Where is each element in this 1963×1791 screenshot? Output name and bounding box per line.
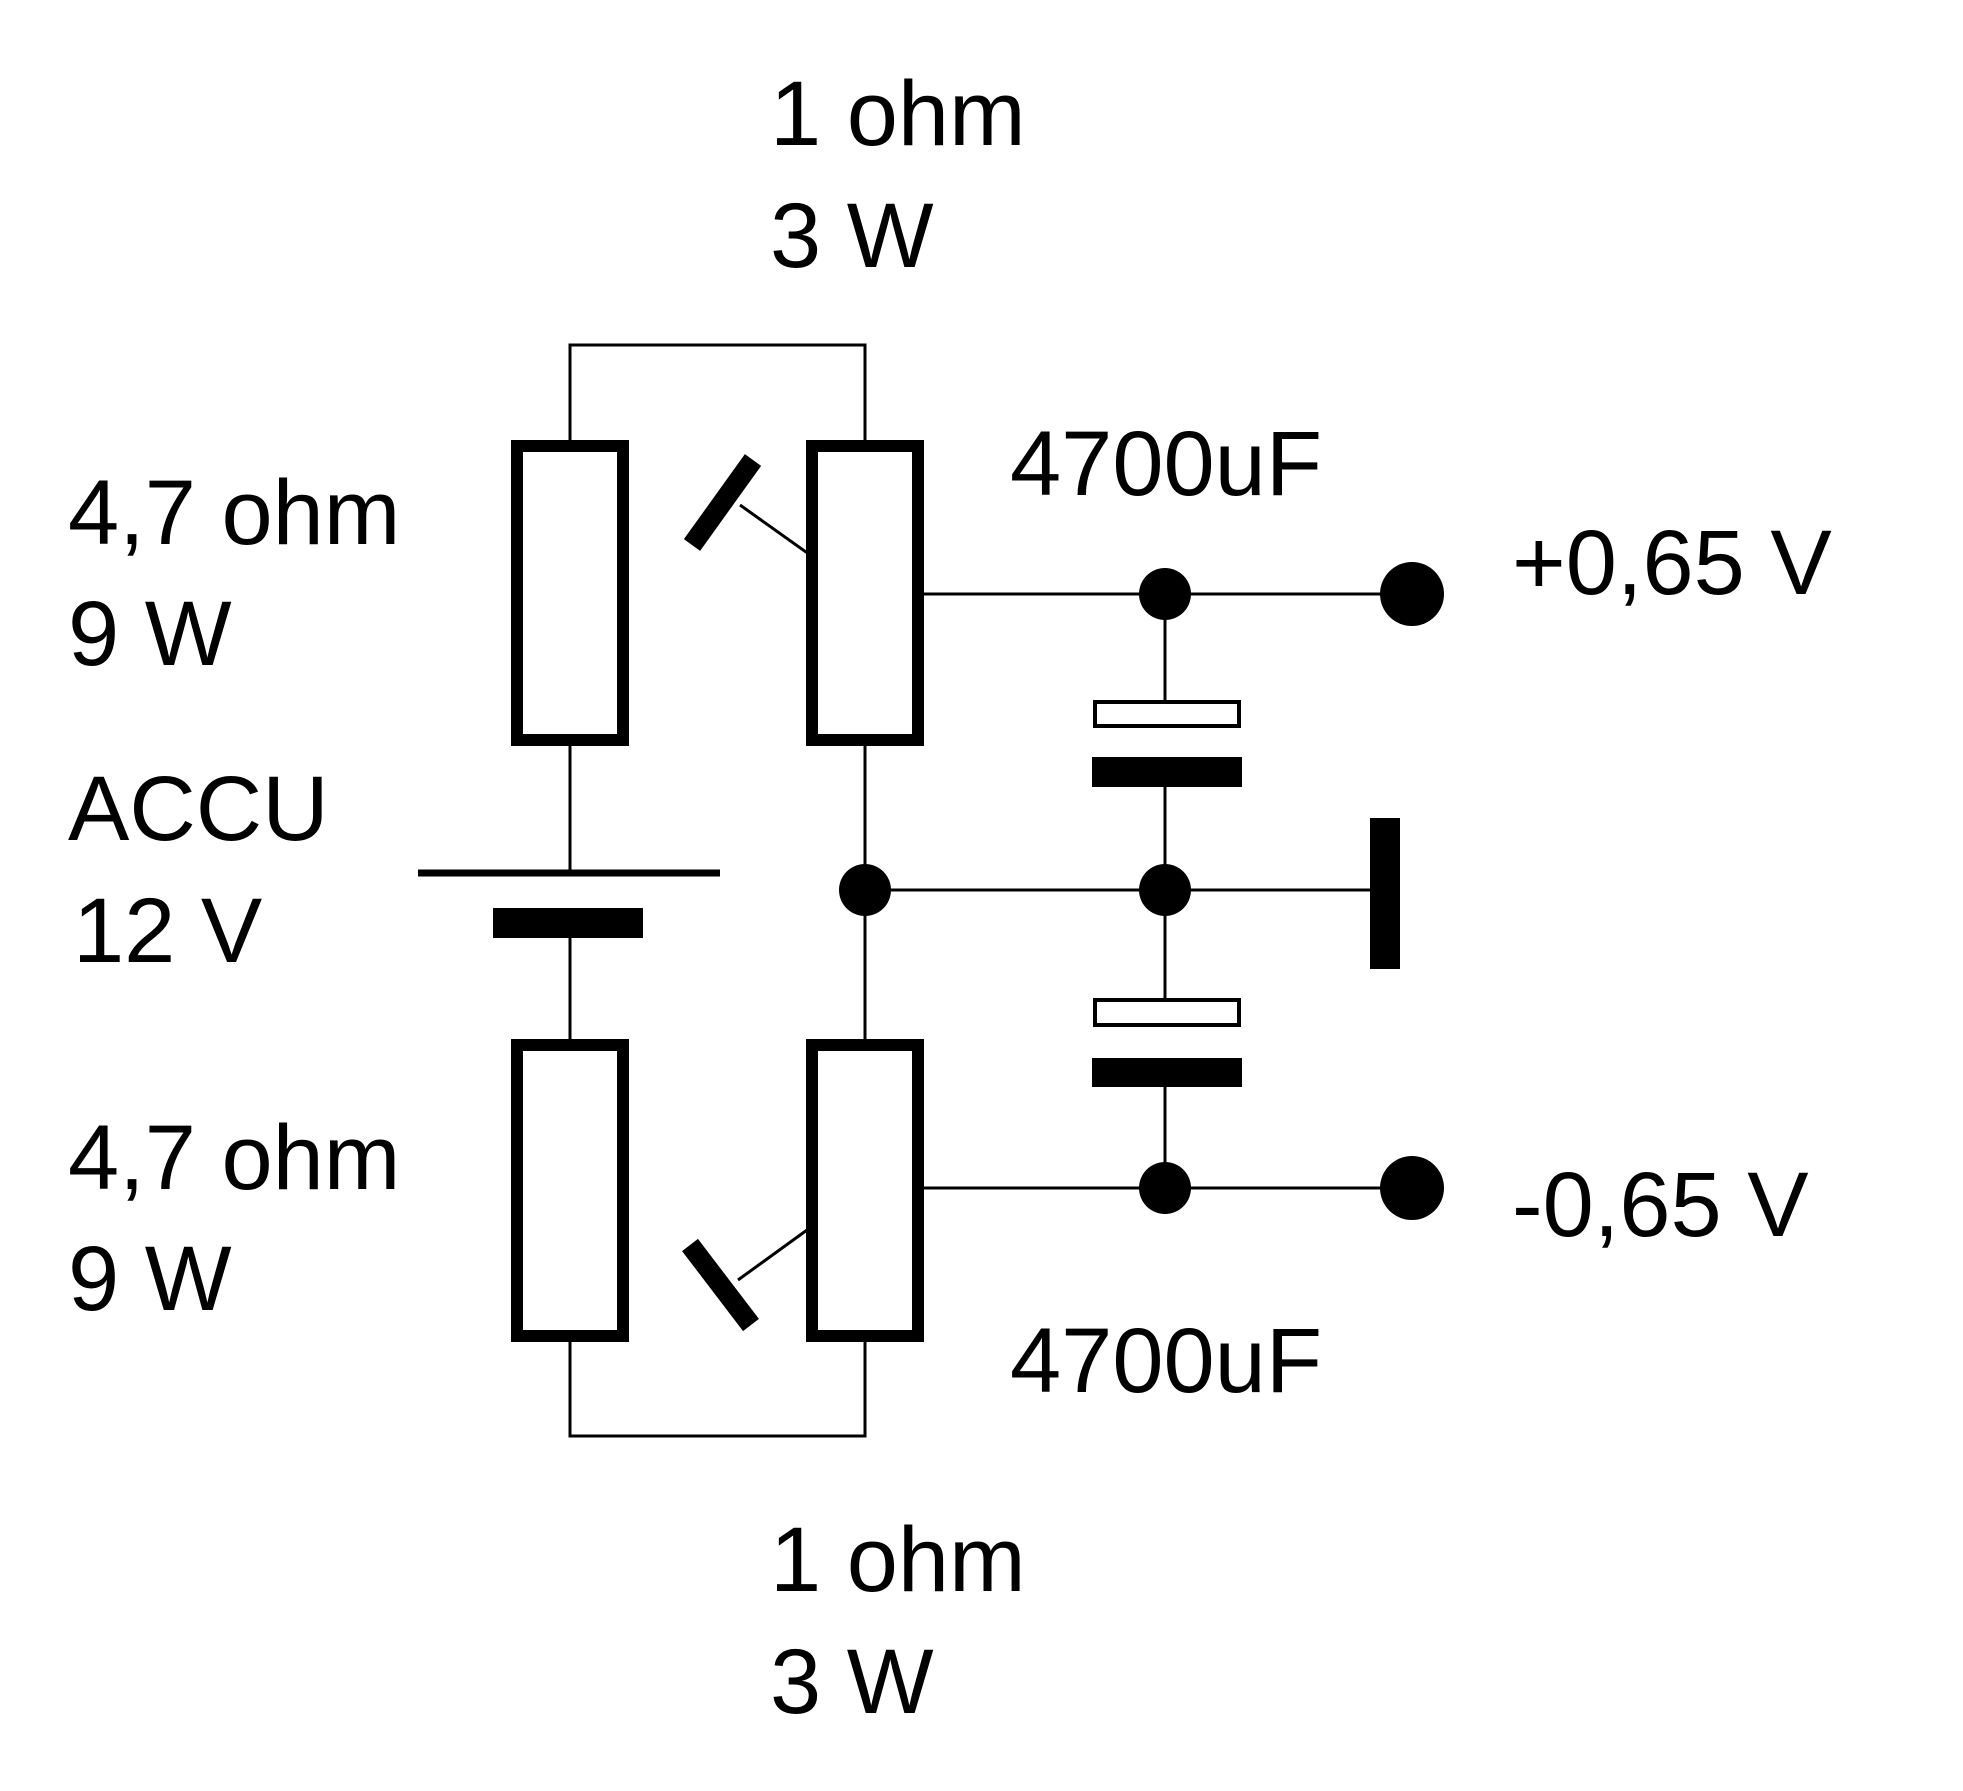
lower-capacitor-value-label: 4700uF — [1010, 1310, 1322, 1412]
bottom-resistor-value-label: 1 ohm — [770, 1509, 1026, 1611]
upper-capacitor-value-label: 4700uF — [1010, 413, 1322, 515]
lower-left-resistor-power-label: 9 W — [68, 1228, 232, 1330]
positive-output-terminal — [1380, 562, 1444, 626]
upper-left-resistor — [511, 440, 629, 746]
upper-potentiometer — [806, 440, 924, 746]
upper-capacitor-negative-plate — [1092, 757, 1242, 787]
upper-left-resistor-value-label: 4,7 ohm — [68, 462, 400, 564]
negative-output-terminal — [1380, 1156, 1444, 1220]
lower-capacitor-positive-plate — [1093, 998, 1241, 1027]
battery-voltage-label: 12 V — [73, 880, 262, 982]
bottom-loop-wire — [568, 1340, 867, 1438]
upper-left-resistor-power-label: 9 W — [68, 583, 232, 685]
ground-bar — [1370, 818, 1400, 969]
lower-left-resistor-value-label: 4,7 ohm — [68, 1107, 400, 1209]
lower-capacitor-negative-plate — [1092, 1058, 1242, 1087]
upper-capacitor-positive-plate — [1093, 700, 1241, 728]
junction-dot-center-left — [839, 864, 891, 916]
negative-output-voltage-label: -0,65 V — [1512, 1154, 1809, 1256]
lower-left-resistor — [511, 1039, 629, 1342]
top-resistor-value-label: 1 ohm — [770, 63, 1026, 165]
junction-dot-positive — [1139, 568, 1191, 620]
lower-potentiometer — [806, 1039, 924, 1342]
upper-pot-adjust-bar — [683, 454, 762, 551]
positive-output-voltage-label: +0,65 V — [1512, 512, 1832, 614]
lower-pot-adjust-bar — [682, 1238, 759, 1332]
bottom-resistor-power-label: 3 W — [770, 1631, 934, 1733]
top-loop-wire — [568, 343, 867, 442]
battery-negative-plate — [493, 908, 643, 938]
junction-dot-center-right — [1139, 864, 1191, 916]
junction-dot-negative — [1139, 1162, 1191, 1214]
top-resistor-power-label: 3 W — [770, 185, 934, 287]
battery-name-label: ACCU — [68, 758, 329, 860]
